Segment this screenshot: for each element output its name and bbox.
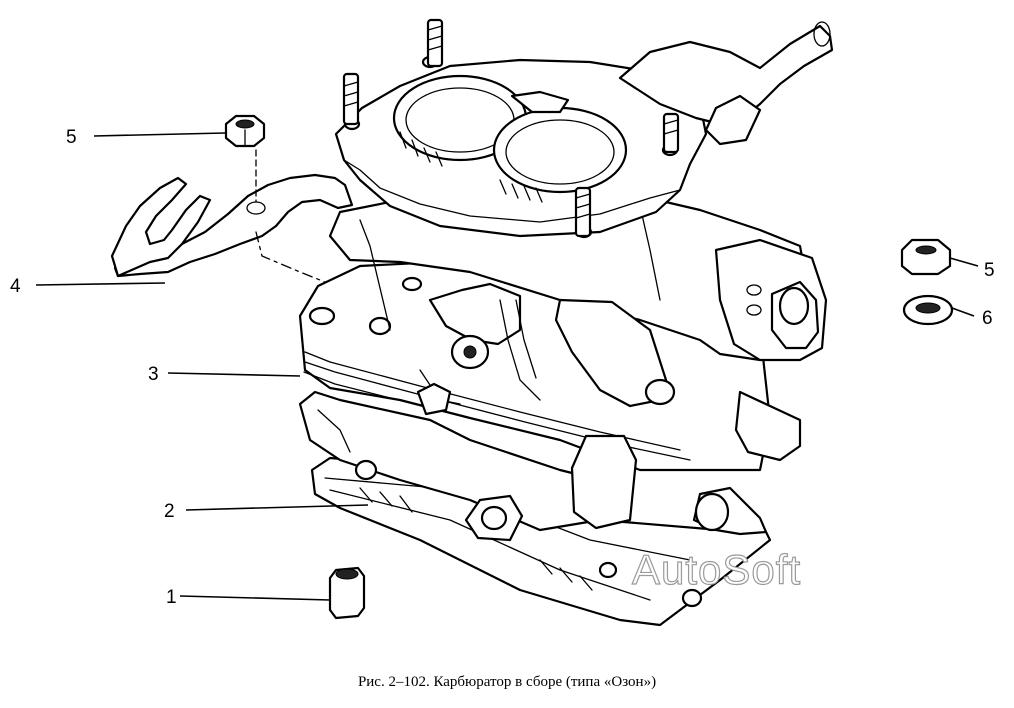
watermark-text: AutoSoft <box>632 546 801 593</box>
leader-lines <box>35 132 979 601</box>
carburetor-body <box>298 18 834 627</box>
callout-4: 4 <box>10 276 21 297</box>
mounting-studs <box>342 18 680 238</box>
callout-2: 2 <box>164 501 175 522</box>
bracket-plate <box>110 149 354 285</box>
callout-5-left: 5 <box>66 127 77 148</box>
spacer-sleeve <box>328 566 366 620</box>
callout-1: 1 <box>166 587 177 608</box>
callout-5-right: 5 <box>984 260 995 281</box>
callout-6: 6 <box>982 308 993 329</box>
hex-nut-right <box>900 238 952 276</box>
callout-3: 3 <box>148 364 159 385</box>
washer-right <box>902 294 954 326</box>
figure-caption: Рис. 2–102. Карбюратор в сборе (типа «Оз… <box>357 674 657 690</box>
hex-nut-left <box>224 114 266 148</box>
